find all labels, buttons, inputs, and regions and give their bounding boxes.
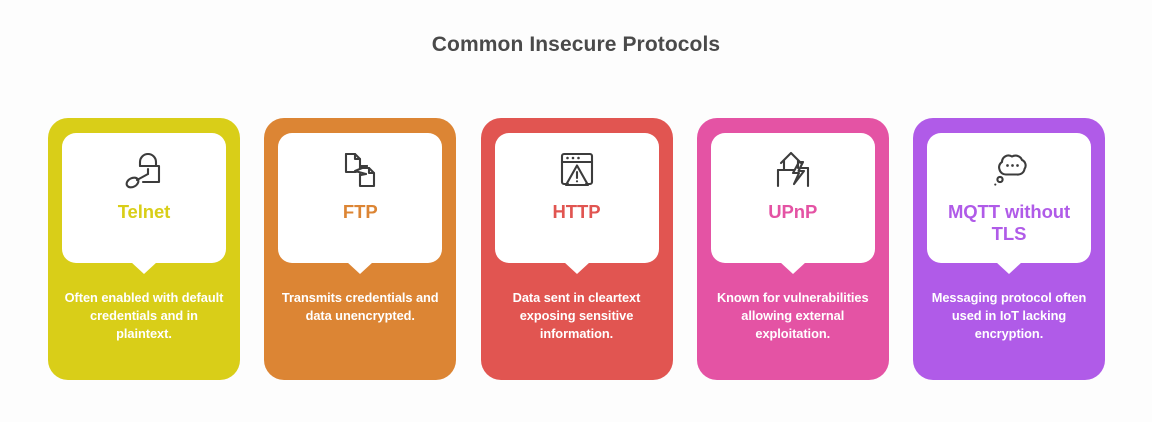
card-description: Transmits credentials and data unencrypt…	[281, 290, 439, 324]
card-description: Data sent in cleartext exposing sensitiv…	[512, 290, 641, 342]
card-bubble: UPnP	[710, 133, 875, 263]
page-title: Common Insecure Protocols	[431, 33, 721, 56]
card-bubble: HTTP	[494, 133, 659, 263]
protocol-card-telnet[interactable]: Telnet Often enabled with default creden…	[48, 118, 240, 380]
card-bubble: FTP	[278, 133, 443, 263]
protocol-card-mqtt-without-tls[interactable]: MQTT without TLS Messaging protocol ofte…	[913, 118, 1105, 380]
protocol-card-upnp[interactable]: UPnP Known for vulnerabilities allowing …	[696, 118, 889, 380]
protocol-card-ftp[interactable]: FTP Transmits credentials and data unenc…	[264, 118, 457, 380]
card-title: UPnP	[768, 201, 818, 222]
card-bubble: MQTT without TLS	[927, 133, 1091, 263]
card-title: Telnet	[117, 201, 171, 222]
unlock-key-icon	[118, 147, 170, 193]
thought-bubble-icon	[983, 147, 1035, 193]
card-description: Often enabled with default credentials a…	[64, 290, 224, 342]
protocol-cards-row: Telnet Often enabled with default creden…	[48, 118, 1105, 380]
house-lightning-icon	[767, 147, 819, 193]
card-title: HTTP	[552, 201, 601, 222]
protocol-card-http[interactable]: HTTP Data sent in cleartext exposing sen…	[480, 118, 673, 380]
card-title: MQTT without TLS	[947, 201, 1071, 244]
file-transfer-icon	[334, 147, 386, 193]
card-bubble: Telnet	[62, 133, 226, 263]
card-description: Messaging protocol often used in IoT lac…	[931, 290, 1087, 342]
card-description: Known for vulnerabilities allowing exter…	[716, 290, 869, 342]
card-title: FTP	[342, 201, 378, 222]
browser-warning-icon	[551, 147, 603, 193]
